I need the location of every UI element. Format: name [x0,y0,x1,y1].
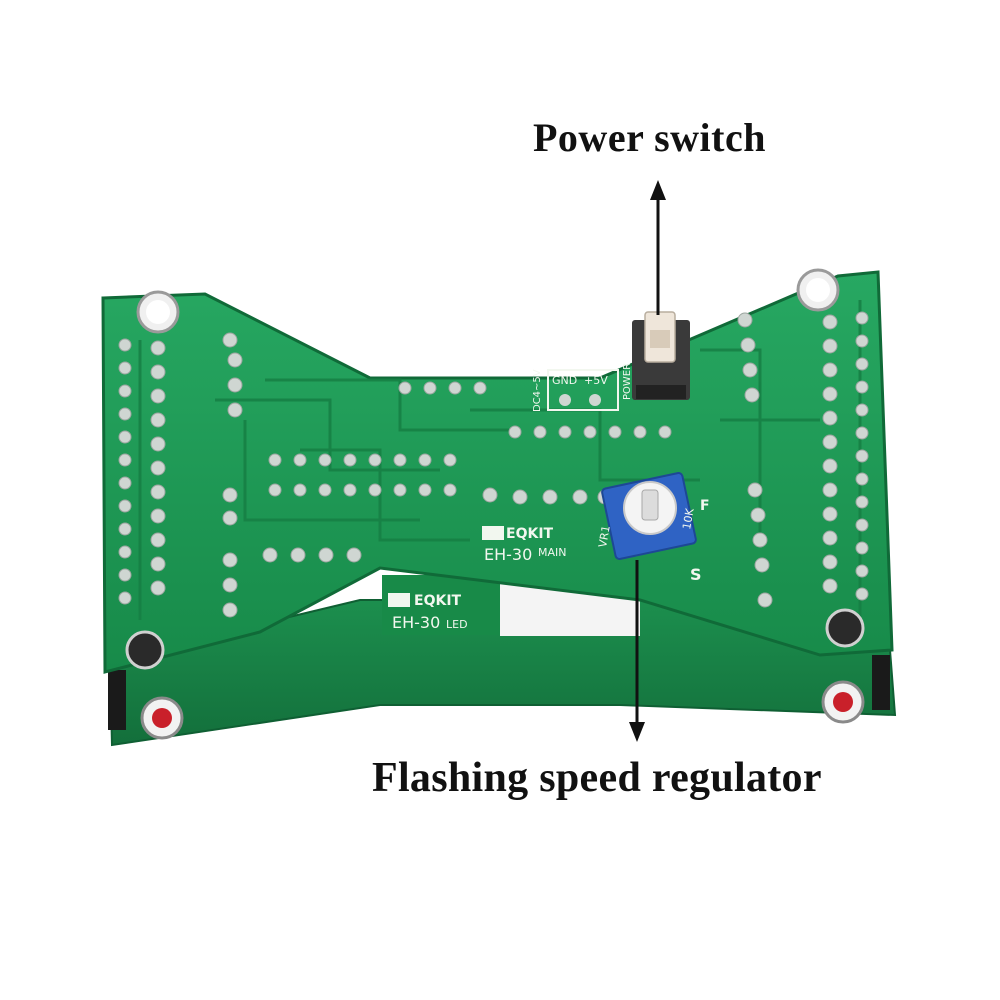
speed-regulator-arrow [629,560,645,742]
power-switch [632,311,690,400]
pot-value-label: 10K [680,507,697,531]
flashing-speed-regulator-callout: Flashing speed regulator [372,755,822,801]
dc-input-label: DC4~5V [532,369,543,412]
vr-label: VR1 [596,524,613,548]
gnd-label: GND [552,374,577,387]
main-board-model-text: EH-30 [484,545,532,564]
main-board: GND +5V DC4~5V POWER VR1 10K S F [101,268,894,674]
power-switch-arrow [650,180,666,315]
slow-label: S [690,565,702,584]
speed-potentiometer [601,472,697,560]
power-label: POWER [622,363,633,400]
led-board-model-text: EH-30 [392,613,440,632]
led-board-suffix-text: LED [446,618,468,631]
main-brand-text: EQKIT [506,526,554,542]
plus-5v-label: +5V [584,374,608,387]
main-board-suffix-text: MAIN [538,546,567,559]
led-board: EQKIT EH-30 LED [108,568,897,747]
led-brand-text: EQKIT [414,593,462,609]
fast-label: F [700,498,710,514]
power-switch-callout: Power switch [533,115,766,160]
